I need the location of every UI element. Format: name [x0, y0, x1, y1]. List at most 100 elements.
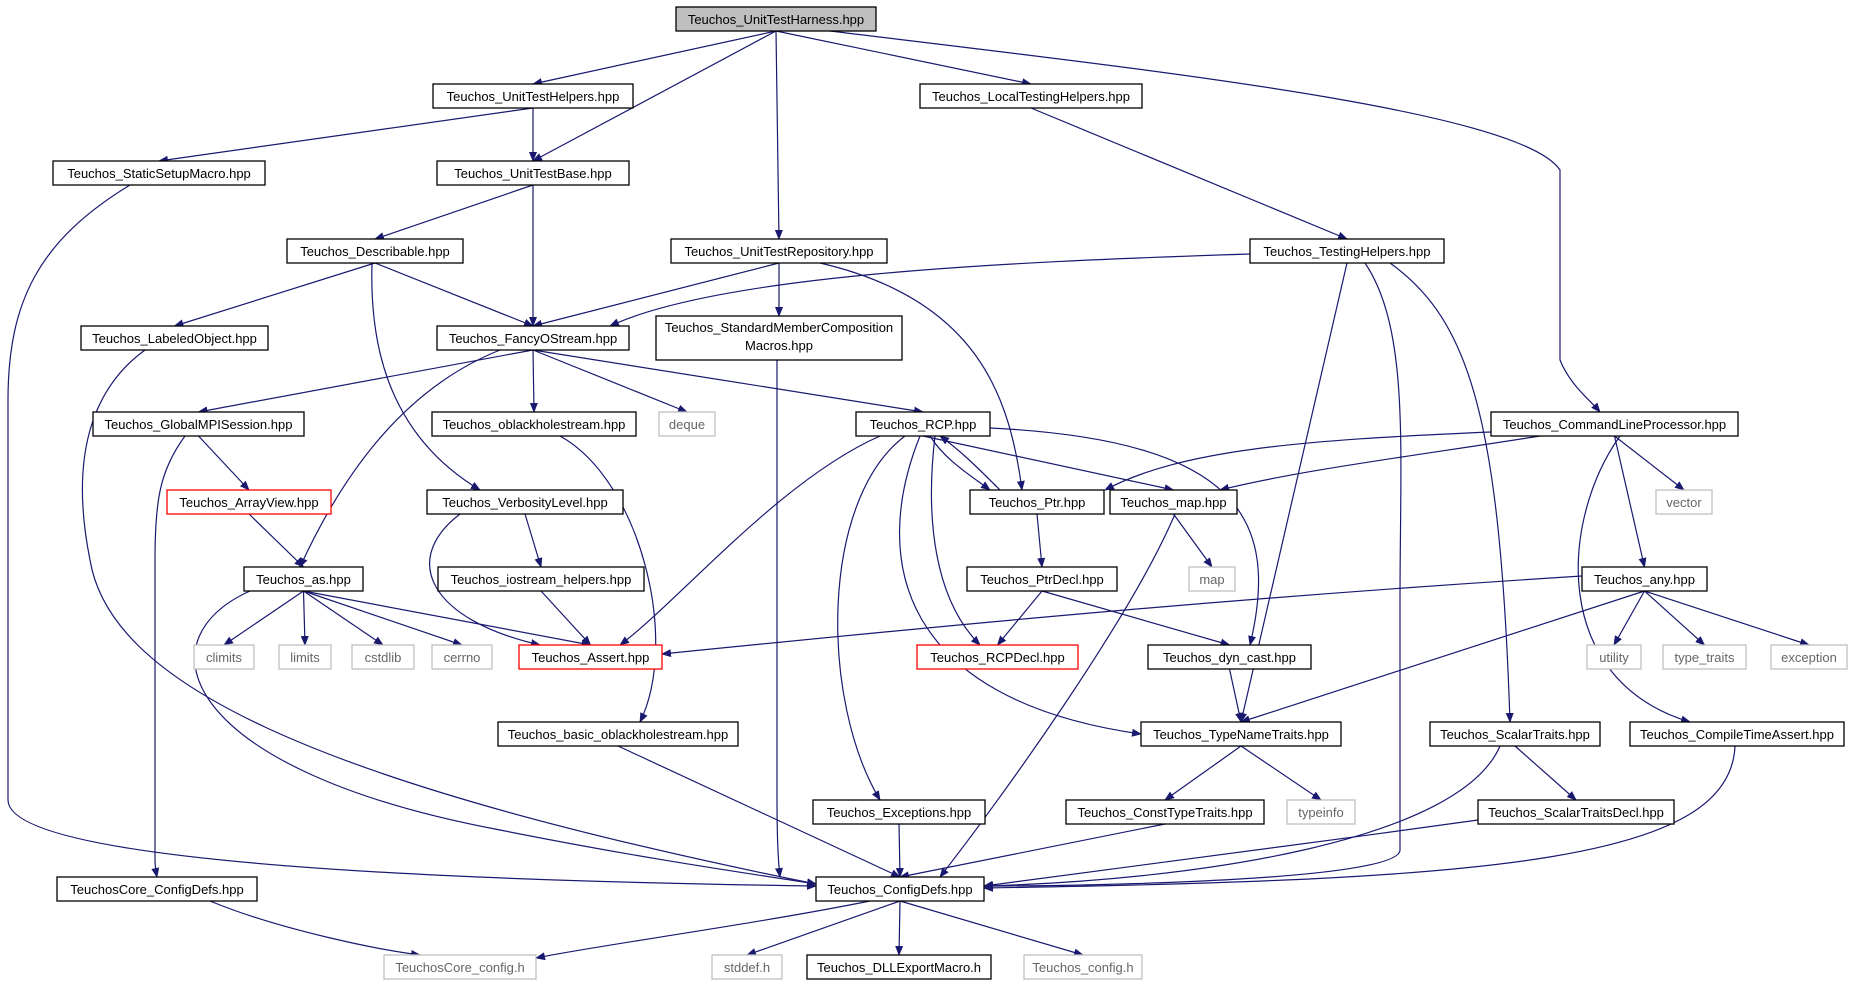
node-label: Teuchos_Ptr.hpp	[989, 495, 1086, 510]
node-box	[1065, 799, 1265, 825]
node-dyncast[interactable]: Teuchos_dyn_cast.hpp	[1147, 644, 1312, 670]
node-rcpdecl[interactable]: Teuchos_RCPDecl.hpp	[916, 644, 1079, 670]
node-iostream[interactable]: Teuchos_iostream_helpers.hpp	[437, 566, 645, 592]
node-configdefs[interactable]: Teuchos_ConfigDefs.hpp	[815, 876, 985, 902]
node-label: Teuchos_VerbosityLevel.hpp	[442, 495, 608, 510]
node-as[interactable]: Teuchos_as.hpp	[243, 566, 364, 592]
node-any[interactable]: Teuchos_any.hpp	[1581, 566, 1708, 592]
node-assert[interactable]: Teuchos_Assert.hpp	[518, 644, 663, 670]
node-label: Teuchos_CompileTimeAssert.hpp	[1640, 727, 1834, 742]
node-rcp[interactable]: Teuchos_RCP.hpp	[855, 411, 991, 437]
node-label: deque	[669, 417, 705, 432]
node-box	[655, 315, 903, 361]
node-exceptions[interactable]: Teuchos_Exceptions.hpp	[812, 799, 986, 825]
node-coreconfigdefs[interactable]: TeuchosCore_ConfigDefs.hpp	[56, 876, 258, 902]
node-box	[966, 566, 1118, 592]
node-box	[286, 238, 464, 264]
node-cmdline[interactable]: Teuchos_CommandLineProcessor.hpp	[1490, 411, 1739, 437]
edge-coreconfigdefs-to-coreconfig	[209, 900, 421, 958]
node-compiletime[interactable]: Teuchos_CompileTimeAssert.hpp	[1629, 721, 1845, 747]
node-label: Teuchos_LabeledObject.hpp	[92, 331, 257, 346]
node-scalar[interactable]: Teuchos_ScalarTraits.hpp	[1429, 721, 1601, 747]
node-oblackhole[interactable]: Teuchos_oblackholestream.hpp	[431, 411, 637, 437]
node-box	[278, 644, 332, 670]
node-arrayview[interactable]: Teuchos_ArrayView.hpp	[166, 489, 332, 515]
node-label: Teuchos_as.hpp	[256, 572, 351, 587]
node-box	[916, 644, 1079, 670]
node-label: Teuchos_ScalarTraits.hpp	[1440, 727, 1590, 742]
node-label: Teuchos_Assert.hpp	[532, 650, 650, 665]
edge-rcp-to-rcpdecl	[930, 435, 981, 646]
node-box	[812, 799, 986, 825]
node-typeinfo: typeinfo	[1286, 799, 1356, 825]
node-label: Teuchos_RCP.hpp	[870, 417, 977, 432]
node-box	[711, 954, 783, 980]
node-label: Teuchos_PtrDecl.hpp	[980, 572, 1104, 587]
node-label: Teuchos_oblackholestream.hpp	[443, 417, 626, 432]
edge-as-to-cerrno	[303, 590, 463, 646]
edge-describable-to-verbosity	[371, 262, 481, 491]
edge-map-to-configdefs	[939, 513, 1176, 878]
edge-globalmpi-to-arrayview	[198, 435, 250, 491]
node-utrepo[interactable]: Teuchos_UnitTestRepository.hpp	[670, 238, 888, 264]
node-coreconfig: TeuchosCore_config.h	[383, 954, 537, 980]
node-box	[383, 954, 537, 980]
edge-staticsetup-to-configdefs	[7, 184, 817, 890]
node-basicob[interactable]: Teuchos_basic_oblackholestream.hpp	[497, 721, 739, 747]
node-uthelpers[interactable]: Teuchos_UnitTestHelpers.hpp	[432, 83, 634, 109]
node-describable[interactable]: Teuchos_Describable.hpp	[286, 238, 464, 264]
node-label: TeuchosCore_config.h	[395, 960, 524, 975]
node-stdmember[interactable]: Teuchos_StandardMemberCompositionMacros.…	[655, 315, 903, 361]
node-typename[interactable]: Teuchos_TypeNameTraits.hpp	[1140, 721, 1342, 747]
node-box	[437, 566, 645, 592]
node-fancy[interactable]: Teuchos_FancyOStream.hpp	[436, 325, 630, 351]
edge-harness-to-uthelpers	[532, 30, 777, 86]
node-dllexport[interactable]: Teuchos_DLLExportMacro.h	[806, 954, 992, 980]
edge-basicob-to-configdefs	[617, 745, 901, 878]
node-box	[52, 160, 266, 186]
edge-rcp-to-dyncast	[989, 427, 1260, 646]
node-box	[56, 876, 258, 902]
node-testinghelpers[interactable]: Teuchos_TestingHelpers.hpp	[1249, 238, 1445, 264]
edge-any-to-typename	[1240, 590, 1645, 724]
node-scalardecl[interactable]: Teuchos_ScalarTraitsDecl.hpp	[1477, 799, 1675, 825]
node-utbase[interactable]: Teuchos_UnitTestBase.hpp	[436, 160, 630, 186]
edge-testinghelpers-to-fancy	[609, 253, 1251, 327]
edge-globalmpi-to-coreconfigdefs	[151, 435, 186, 878]
edge-testinghelpers-to-scalar	[1389, 262, 1514, 723]
node-staticsetup[interactable]: Teuchos_StaticSetupMacro.hpp	[52, 160, 266, 186]
node-localtesting[interactable]: Teuchos_LocalTestingHelpers.hpp	[919, 83, 1143, 109]
node-box	[497, 721, 739, 747]
node-labeled[interactable]: Teuchos_LabeledObject.hpp	[80, 325, 269, 351]
edge-ptrdecl-to-dyncast	[1041, 590, 1231, 647]
edge-fancy-to-rcp	[532, 349, 924, 415]
node-label: Teuchos_RCPDecl.hpp	[930, 650, 1064, 665]
node-box	[1629, 721, 1845, 747]
node-label: Teuchos_basic_oblackholestream.hpp	[508, 727, 728, 742]
edge-describable-to-labeled	[173, 262, 376, 328]
node-box	[166, 489, 332, 515]
node-consttype[interactable]: Teuchos_ConstTypeTraits.hpp	[1065, 799, 1265, 825]
node-ptrdecl[interactable]: Teuchos_PtrDecl.hpp	[966, 566, 1118, 592]
node-box	[431, 644, 493, 670]
node-box	[658, 411, 716, 437]
node-box	[1770, 644, 1848, 670]
node-globalmpi[interactable]: Teuchos_GlobalMPISession.hpp	[92, 411, 305, 437]
edge-cmdline-to-any	[1613, 435, 1647, 568]
node-box	[1188, 566, 1236, 592]
node-label: cstdlib	[365, 650, 402, 665]
edge-fancy-to-globalmpi	[197, 349, 534, 415]
edge-labeled-to-configdefs	[81, 349, 817, 887]
node-cerrno: cerrno	[431, 644, 493, 670]
edge-any-to-exception	[1644, 590, 1810, 646]
node-map[interactable]: Teuchos_map.hpp	[1109, 489, 1238, 515]
node-ptr[interactable]: Teuchos_Ptr.hpp	[969, 489, 1105, 515]
node-label: vector	[1666, 495, 1702, 510]
node-verbosity[interactable]: Teuchos_VerbosityLevel.hpp	[426, 489, 624, 515]
node-box	[92, 411, 305, 437]
node-label: Teuchos_CommandLineProcessor.hpp	[1503, 417, 1726, 432]
node-label: Teuchos_ScalarTraitsDecl.hpp	[1488, 805, 1664, 820]
node-label: Teuchos_UnitTestBase.hpp	[454, 166, 612, 181]
edge-consttype-to-configdefs	[899, 823, 1166, 880]
node-harness[interactable]: Teuchos_UnitTestHarness.hpp	[675, 6, 877, 32]
